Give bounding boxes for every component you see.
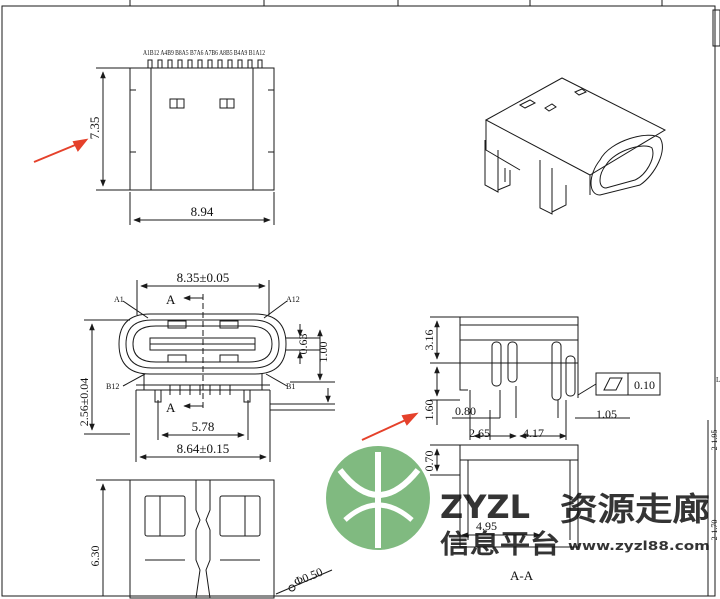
- section-mark-top: A: [166, 292, 176, 307]
- red-arrow-2: [361, 417, 411, 441]
- watermark-url: www.zyzl88.com: [568, 539, 710, 553]
- front-height-dim: 2.56±0.04: [77, 378, 91, 427]
- red-arrow-head-1: [72, 138, 89, 152]
- pin-lead: [167, 59, 173, 69]
- top-width-dim: 8.94: [191, 204, 214, 219]
- watermark-logo: [326, 446, 430, 550]
- top-height-dim: 7.35: [87, 117, 102, 140]
- watermark-subtitle: 信息平台: [440, 529, 560, 560]
- pin-lead: [247, 59, 253, 69]
- section-mark-bottom: A: [166, 400, 176, 415]
- dim-1-05: 1.05: [596, 407, 617, 421]
- right-edge-label-b: 2-1.95: [710, 430, 719, 451]
- dim-phi-0-50: Φ0.50: [292, 565, 325, 589]
- isometric-view: [484, 77, 667, 215]
- dim-2-65: 2.65: [469, 426, 490, 440]
- pin-labels: A1B12 A4B9 B8A5 B7A6 A7B6 A8B5 B4A9 B1A1…: [143, 48, 265, 57]
- front-label-b12: B12: [106, 382, 119, 391]
- pin-lead: [157, 59, 163, 69]
- pin-lead: [207, 59, 213, 69]
- dim-4-17: 4.17: [523, 426, 544, 440]
- dim-6-30: 6.30: [88, 546, 102, 567]
- pin-lead: [197, 59, 203, 69]
- dim-3-16: 3.16: [422, 330, 436, 351]
- right-edge-label-c: 2-1.70: [710, 520, 719, 541]
- front-width-top-dim: 8.35±0.05: [177, 270, 230, 285]
- dim-5-78: 5.78: [192, 419, 215, 434]
- corner-box: [712, 9, 720, 47]
- front-label-a12: A12: [286, 295, 300, 304]
- dim-4-95: 4.95: [476, 519, 497, 533]
- pin-lead: [187, 59, 193, 69]
- watermark-brand: ZYZL: [440, 488, 530, 526]
- red-arrow-head-2: [401, 412, 419, 426]
- right-edge-label-a: L: [716, 376, 720, 384]
- pin-lead: [227, 59, 233, 69]
- annotation-arrows: [33, 138, 419, 441]
- dim-0-63: 0.63: [296, 334, 310, 355]
- front-label-b1: B1: [286, 382, 295, 391]
- pin-lead: [147, 59, 153, 69]
- watermark-title: 资源走廊: [560, 490, 710, 528]
- flatness-tolerance: 0.10: [634, 378, 655, 392]
- dim-0-80: 0.80: [455, 404, 476, 418]
- pin-lead: [237, 59, 243, 69]
- front-width-bottom-dim: 8.64±0.15: [177, 441, 230, 456]
- watermark: ZYZL 资源走廊 信息平台 www.zyzl88.com: [326, 446, 710, 560]
- front-view: [84, 280, 335, 462]
- red-arrow-1: [33, 142, 81, 163]
- pin-lead: [257, 59, 263, 69]
- section-view: [430, 444, 579, 548]
- dim-1-00: 1.00: [316, 342, 330, 363]
- dim-1-60: 1.60: [422, 400, 436, 421]
- pin-lead: [177, 59, 183, 69]
- pin-lead: [217, 59, 223, 69]
- bottom-view: [96, 479, 333, 599]
- side-view: [430, 316, 661, 440]
- front-label-a1: A1: [114, 295, 124, 304]
- top-view: [96, 59, 275, 225]
- section-caption: A-A: [510, 568, 534, 583]
- dim-0-70: 0.70: [422, 451, 436, 472]
